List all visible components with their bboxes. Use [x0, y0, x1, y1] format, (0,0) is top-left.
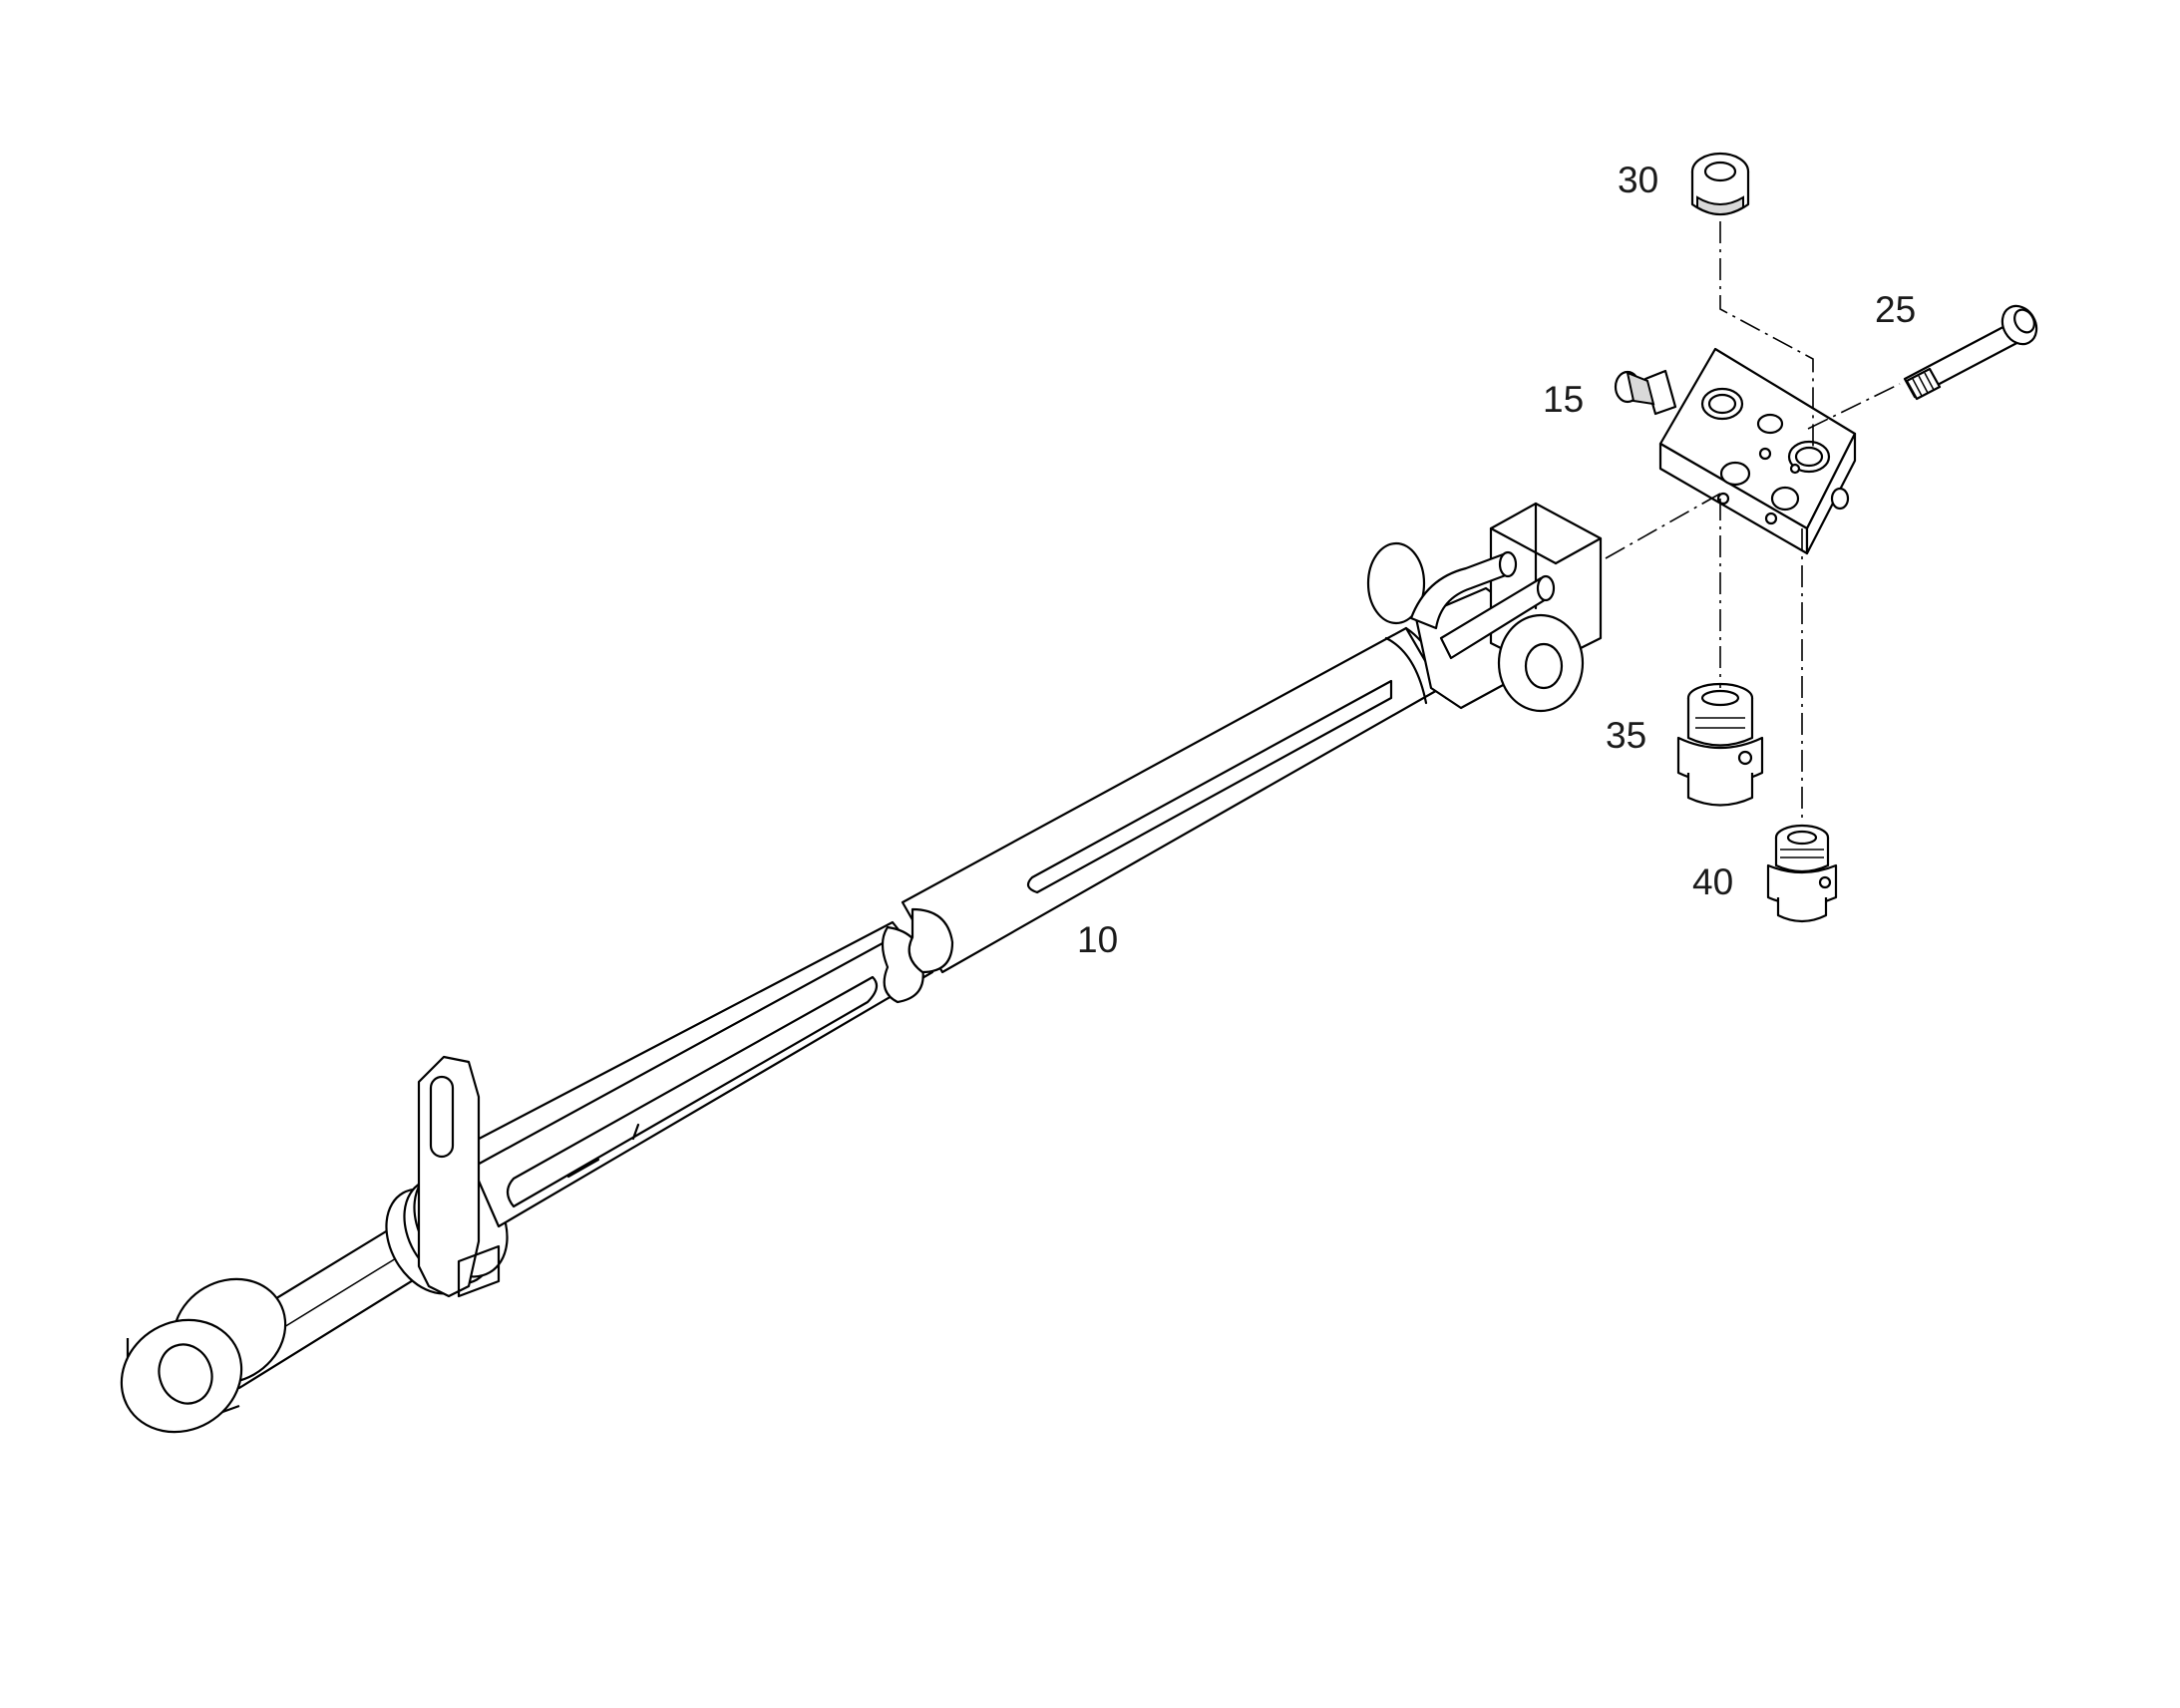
callout-25: 25: [1875, 289, 1916, 330]
part-10-hydraulic-cylinder: [120, 502, 1603, 1434]
callout-35: 35: [1606, 715, 1646, 756]
callout-40: 40: [1692, 861, 1733, 902]
callout-15: 15: [1543, 379, 1584, 420]
callout-10: 10: [1077, 919, 1118, 960]
assembly-lines: [1605, 221, 1901, 823]
part-35-fitting: [1676, 682, 1764, 807]
callout-30: 30: [1618, 160, 1658, 200]
part-40-fitting: [1766, 824, 1838, 923]
part-25-bolt: [1903, 304, 2038, 401]
part-30-plug: [1690, 152, 1750, 215]
part-15-valve-block: [1614, 347, 1857, 555]
